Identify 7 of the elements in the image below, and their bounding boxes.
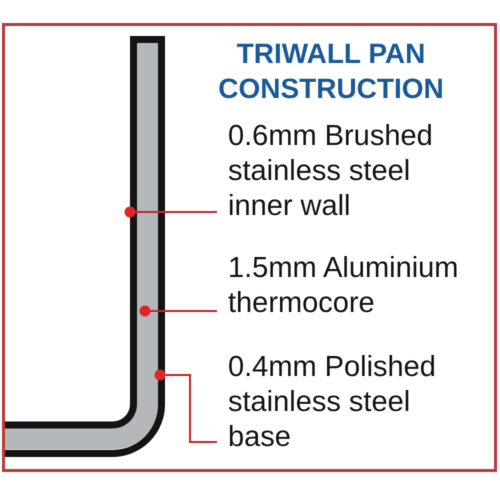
callout-text: 0.6mm Brushed stainless steel inner wall	[217, 119, 472, 224]
callout-text: 1.5mm Aluminium thermocore	[217, 251, 472, 321]
leader-line	[154, 370, 217, 443]
leader-line	[124, 206, 217, 218]
leader-line	[140, 306, 217, 316]
title: TRIWALL PAN CONSTRUCTION	[217, 37, 445, 106]
callout-text: 0.4mm Polished stainless steel base	[217, 350, 472, 455]
